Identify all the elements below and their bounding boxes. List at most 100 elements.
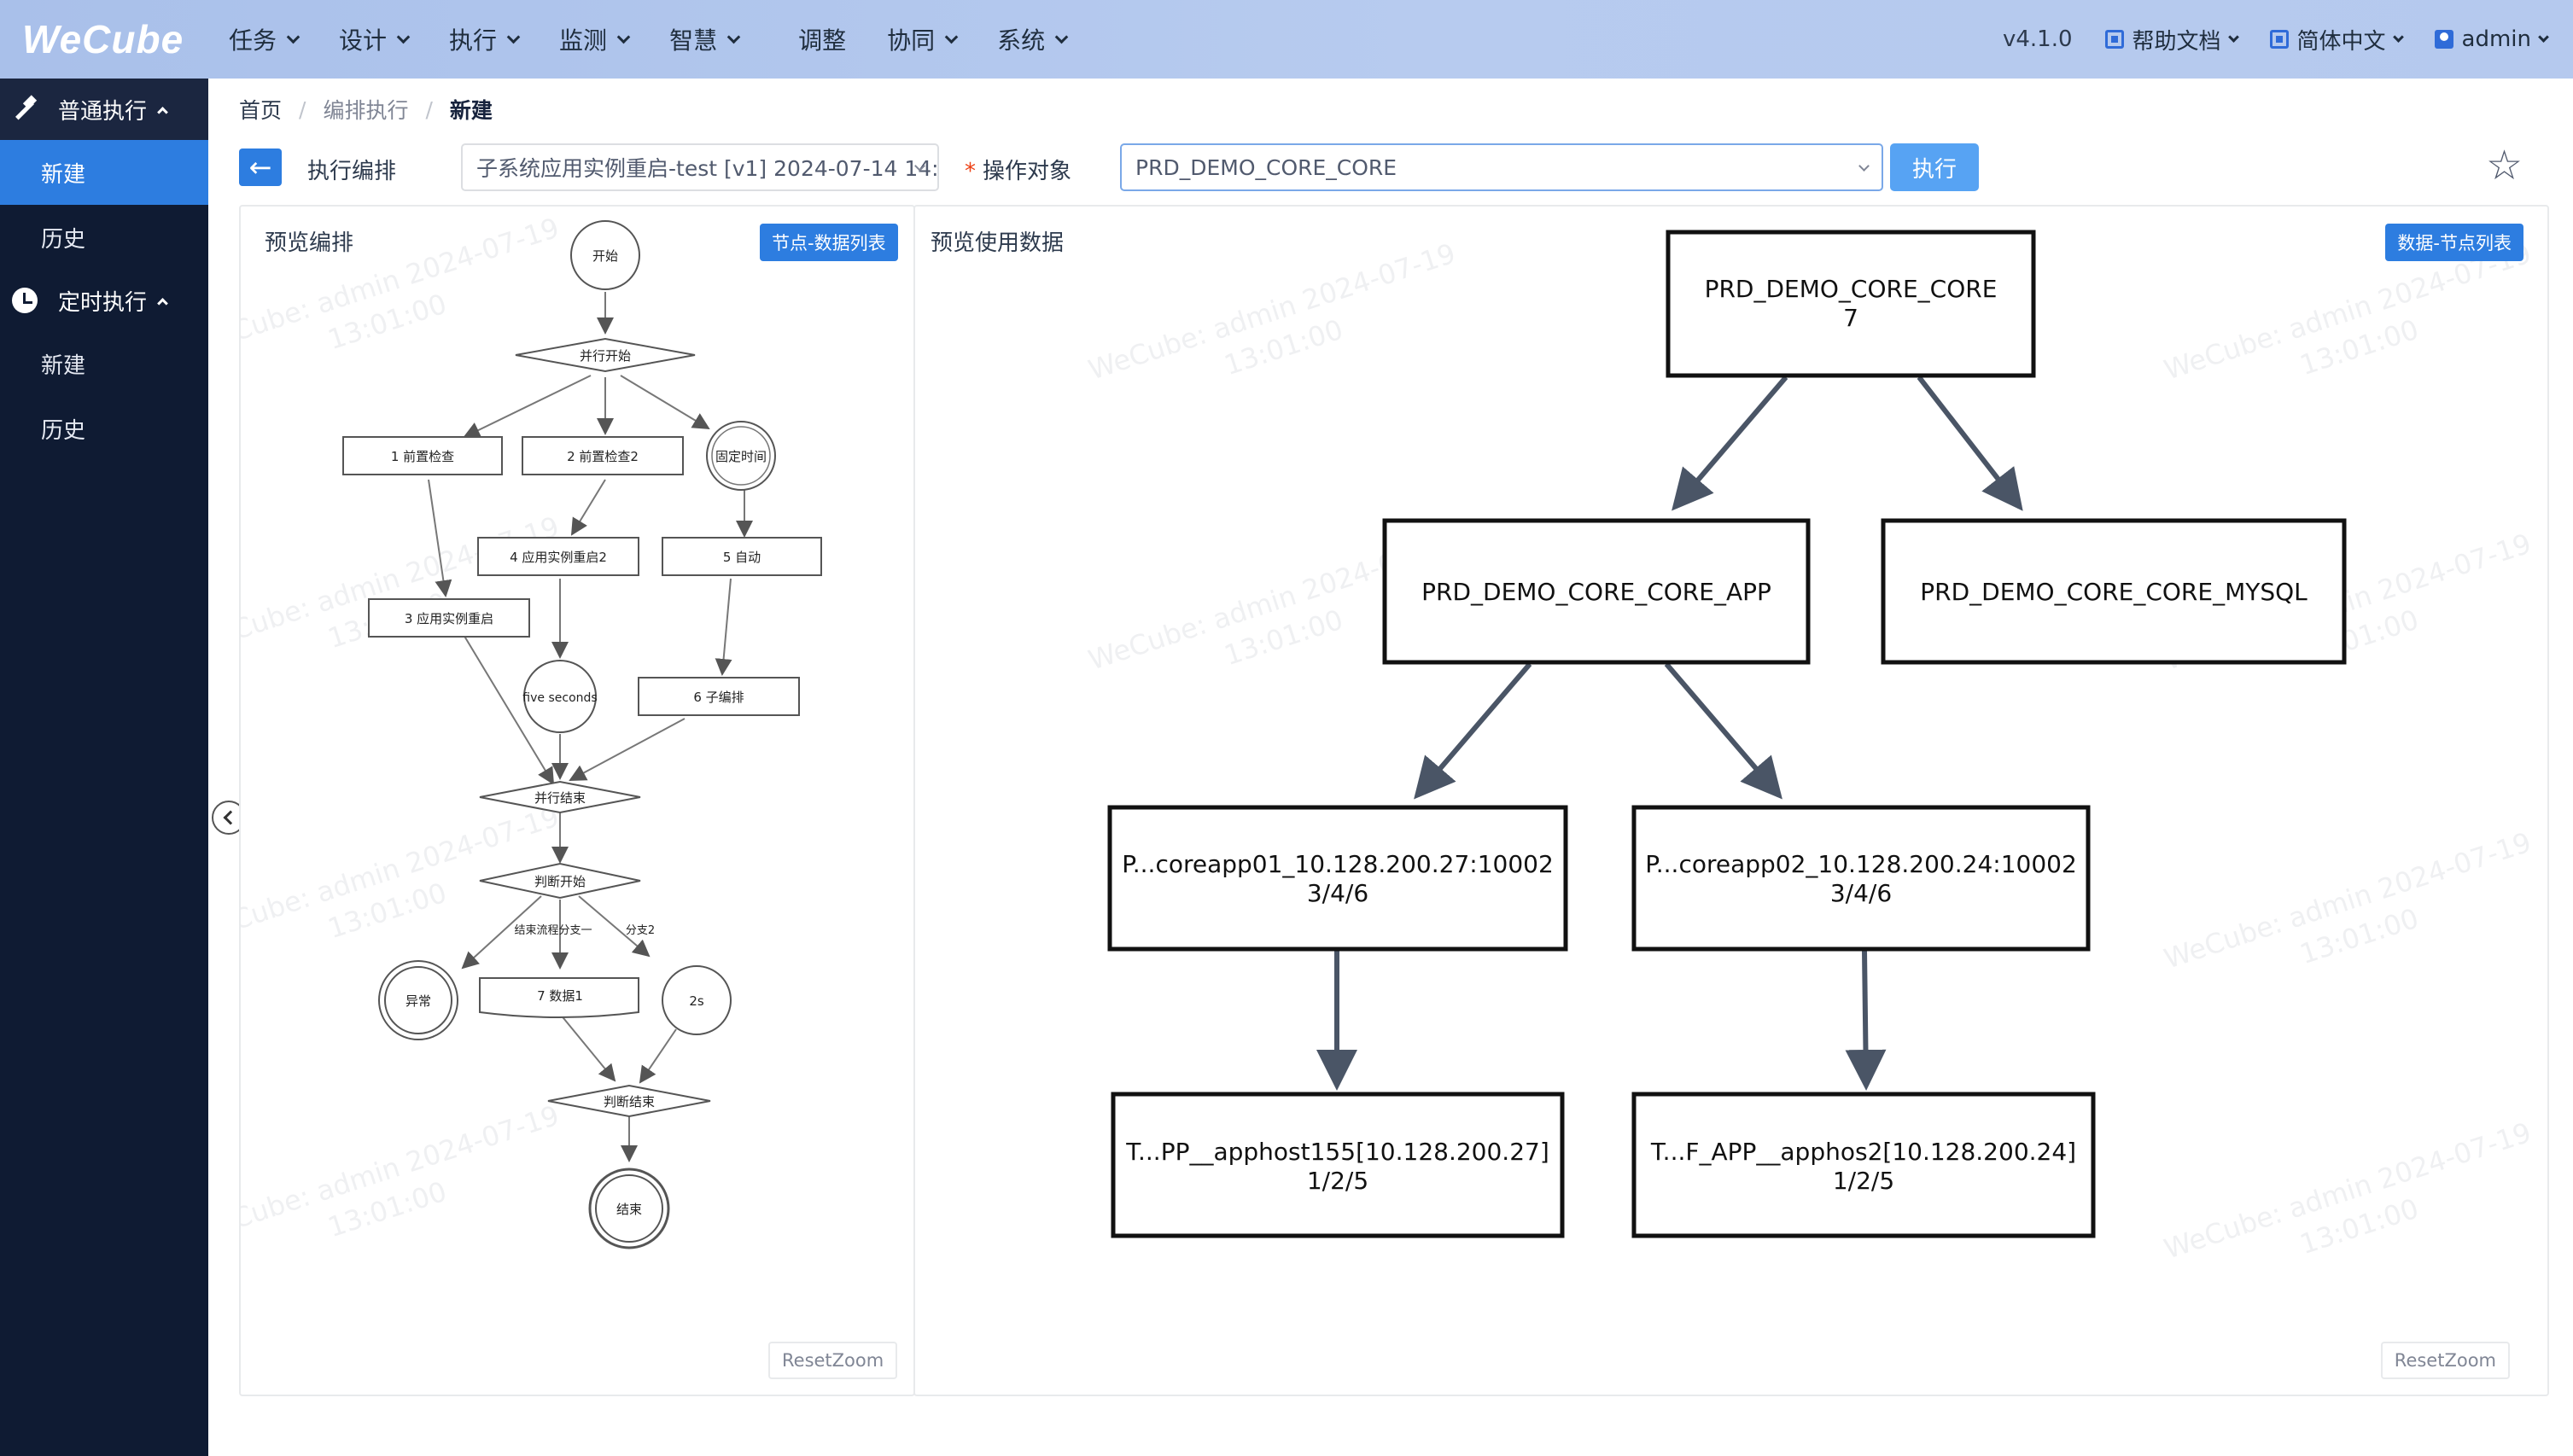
version-label: v4.1.0 bbox=[2002, 26, 2073, 52]
flow-node-2 bbox=[522, 436, 684, 475]
sidebar-item-scheduled-new[interactable]: 新建 bbox=[41, 352, 86, 379]
flow-node-3 bbox=[368, 598, 530, 638]
target-select[interactable]: PRD_DEMO_CORE_CORE bbox=[1120, 143, 1883, 191]
flow-node-3-label: 3 应用实例重启 bbox=[405, 611, 493, 626]
tree-host1-label: T...PP__apphost155[10.128.200.27] bbox=[1125, 1138, 1549, 1166]
tree-inst1-label: P...coreapp01_10.128.200.27:10002 bbox=[1122, 850, 1554, 878]
data-preview-title: 预览使用数据 bbox=[931, 230, 1065, 256]
flow-abnormal-label: 异常 bbox=[405, 993, 431, 1009]
tree-node-app bbox=[1382, 518, 1811, 665]
left-reset-zoom-button[interactable]: ResetZoom bbox=[768, 1342, 898, 1379]
user-dropdown[interactable]: admin bbox=[2434, 26, 2549, 52]
breadcrumb-home[interactable]: 首页 bbox=[239, 98, 283, 123]
tree-inst2-label: P...coreapp02_10.128.200.24:10002 bbox=[1645, 850, 2077, 878]
breadcrumb-current: 新建 bbox=[449, 98, 493, 123]
flow-decide-end-node bbox=[547, 1084, 711, 1118]
flow-node-5-label: 5 自动 bbox=[723, 550, 761, 565]
flow-node-5 bbox=[662, 537, 822, 576]
menu-execute[interactable]: 执行 bbox=[449, 22, 521, 56]
flow-2s-label: 2s bbox=[689, 993, 704, 1009]
chevron-down-icon bbox=[2227, 31, 2239, 43]
flow-decide-node bbox=[479, 862, 641, 900]
flow-select[interactable]: 子系统应用实例重启-test [v1] 2024-07-14 14:59 bbox=[461, 143, 939, 191]
clock-icon bbox=[12, 288, 38, 313]
chevron-down-icon bbox=[396, 30, 411, 44]
flow-join-node bbox=[479, 780, 641, 814]
top-right-tools: v4.1.0 帮助文档 简体中文 admin bbox=[1970, 0, 2549, 79]
chevron-down-icon bbox=[286, 30, 300, 44]
language-icon bbox=[2269, 30, 2289, 49]
chevron-down-icon bbox=[616, 30, 631, 44]
top-navbar: WeCube 任务 设计 执行 监测 智慧 调整 协同 系统 v4.1.0 帮助… bbox=[0, 0, 2573, 79]
flow-join-label: 并行结束 bbox=[534, 790, 586, 806]
language-dropdown[interactable]: 简体中文 bbox=[2269, 24, 2404, 55]
flow-branch2-label: 分支2 bbox=[626, 924, 655, 937]
star-icon[interactable]: ☆ bbox=[2486, 142, 2523, 189]
flow-branch1-label: 结束流程分支一 bbox=[514, 924, 592, 937]
tree-host2-label: T...F_APP__apphos2[10.128.200.24] bbox=[1650, 1138, 2076, 1166]
menu-intelligence[interactable]: 智慧 bbox=[669, 22, 741, 56]
flow-node-1-label: 1 前置检查 bbox=[391, 449, 454, 464]
execute-button[interactable]: 执行 bbox=[1890, 143, 1979, 191]
flow-abnormal-ring bbox=[384, 966, 452, 1034]
menu-design[interactable]: 设计 bbox=[339, 22, 411, 56]
flow-end-label: 结束 bbox=[616, 1202, 642, 1217]
menu-collaborate[interactable]: 协同 bbox=[887, 22, 959, 56]
tree-root-count: 7 bbox=[1843, 304, 1858, 332]
flow-node-4-label: 4 应用实例重启2 bbox=[510, 550, 607, 565]
sidebar-group-scheduled-exec[interactable]: 定时执行 bbox=[0, 270, 208, 331]
menu-adjust[interactable]: 调整 bbox=[798, 26, 847, 55]
flow-preview-title: 预览编排 bbox=[265, 230, 354, 256]
main-menu: 任务 设计 执行 监测 智慧 调整 协同 系统 bbox=[229, 0, 1107, 79]
menu-task[interactable]: 任务 bbox=[229, 22, 300, 56]
menu-monitor[interactable]: 监测 bbox=[559, 22, 631, 56]
sidebar-item-history[interactable]: 历史 bbox=[41, 226, 86, 253]
tree-root-label: PRD_DEMO_CORE_CORE bbox=[1705, 275, 1998, 303]
flow-node-6-label: 6 子编排 bbox=[693, 690, 744, 705]
flow-timer-label: 固定时间 bbox=[715, 449, 767, 464]
chevron-down-icon bbox=[506, 30, 521, 44]
flow-node-2-label: 2 前置检查2 bbox=[567, 449, 639, 464]
data-node-list-button[interactable]: 数据-节点列表 bbox=[2385, 224, 2523, 261]
tree-node-inst1 bbox=[1107, 805, 1568, 952]
chevron-up-icon bbox=[157, 297, 168, 309]
wecube-logo[interactable]: WeCube bbox=[22, 17, 184, 61]
tree-node-inst2 bbox=[1631, 805, 2091, 952]
hammer-icon bbox=[12, 96, 38, 122]
flow-node-6 bbox=[638, 677, 800, 716]
back-button[interactable]: ← bbox=[239, 149, 282, 186]
tree-mysql-label: PRD_DEMO_CORE_CORE_MYSQL bbox=[1920, 578, 2308, 606]
sidebar-group-normal-exec[interactable]: 普通执行 bbox=[0, 79, 208, 140]
tree-host2-count: 1/2/5 bbox=[1833, 1167, 1894, 1195]
flow-diagram: 开始 并行开始 1 前置检查 2 前置检查2 固定时间 4 应用实例重启2 5 … bbox=[342, 220, 822, 1249]
chevron-up-icon bbox=[157, 106, 168, 118]
chevron-down-icon bbox=[726, 30, 741, 44]
flow-timer-node bbox=[706, 421, 776, 491]
sidebar: 普通执行 新建 历史 定时执行 新建 历史 bbox=[0, 79, 208, 1456]
breadcrumb: 首页 / 编排执行 / 新建 bbox=[239, 94, 493, 125]
data-tree-diagram: PRD_DEMO_CORE_CORE 7 PRD_DEMO_CORE_CORE_… bbox=[1107, 230, 2347, 1238]
help-docs-dropdown[interactable]: 帮助文档 bbox=[2104, 24, 2239, 55]
flow-start-label: 开始 bbox=[592, 248, 618, 264]
help-doc-icon bbox=[2104, 30, 2124, 49]
flow-2s-node bbox=[662, 965, 732, 1035]
sidebar-item-scheduled-history[interactable]: 历史 bbox=[41, 417, 86, 444]
flow-decide-end-label: 判断结束 bbox=[604, 1094, 655, 1109]
flow-five-seconds-label: five seconds bbox=[522, 691, 597, 705]
breadcrumb-orchestration-exec[interactable]: 编排执行 bbox=[323, 98, 409, 123]
flow-data-label: 7 数据1 bbox=[537, 988, 583, 1004]
menu-system[interactable]: 系统 bbox=[997, 22, 1069, 56]
flow-start-node bbox=[570, 220, 640, 290]
user-icon bbox=[2434, 30, 2453, 49]
flow-five-seconds-node bbox=[523, 660, 597, 733]
tree-node-host2 bbox=[1631, 1092, 2096, 1238]
right-reset-zoom-button[interactable]: ResetZoom bbox=[2380, 1342, 2510, 1379]
tree-host1-count: 1/2/5 bbox=[1307, 1167, 1368, 1195]
sidebar-item-new[interactable]: 新建 bbox=[0, 140, 208, 205]
tree-inst1-count: 3/4/6 bbox=[1307, 879, 1368, 907]
flow-node-4 bbox=[477, 537, 639, 576]
flow-fork-node bbox=[515, 337, 696, 373]
node-data-list-button[interactable]: 节点-数据列表 bbox=[760, 224, 898, 261]
